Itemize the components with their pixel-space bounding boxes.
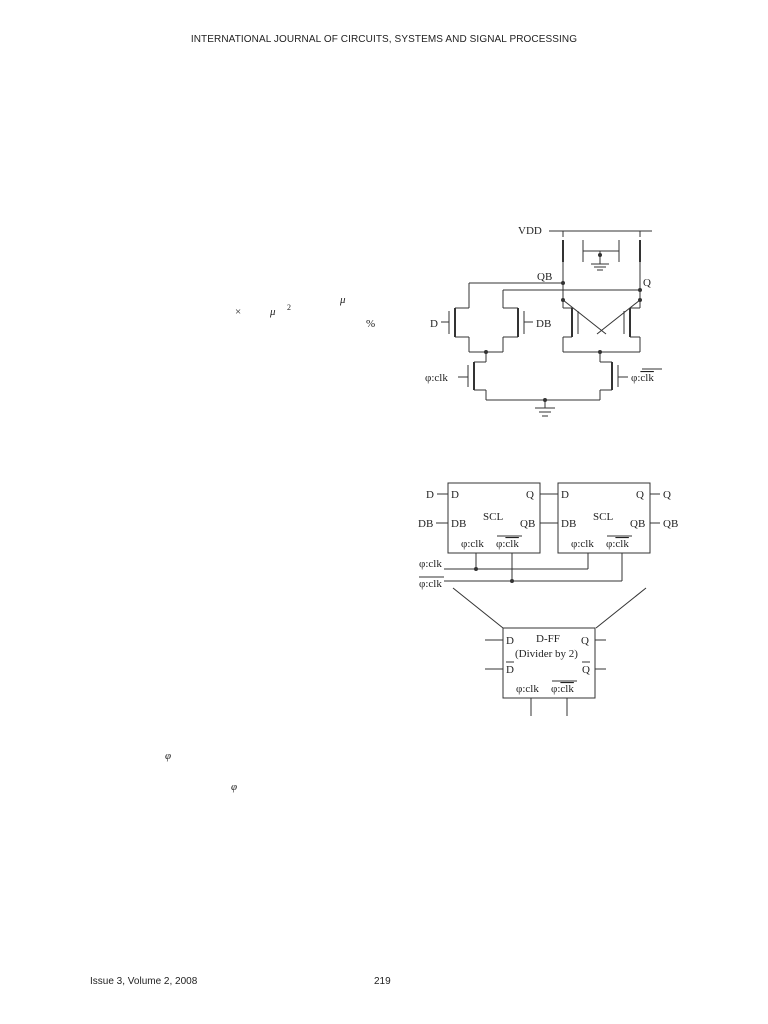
db-input-label: DB (536, 318, 551, 330)
block1-name: SCL (483, 511, 503, 523)
dff-db-input: DB (418, 518, 433, 530)
summary-d-pin: D (506, 635, 514, 647)
summary-clk: φ:clk (516, 683, 539, 695)
summary-q-pin: Q (581, 635, 589, 647)
scl-block-1 (447, 482, 541, 554)
dff-summary-block (502, 627, 596, 699)
summary-name: D-FF (536, 633, 560, 645)
superscript-two: 2 (287, 303, 291, 312)
percent-symbol: % (366, 318, 376, 330)
times-symbol: × (235, 306, 242, 318)
block1-qb-pin: QB (520, 518, 535, 530)
summary-clkb: φ:clk (551, 683, 574, 695)
clkb-line-label: φ:clk (419, 578, 442, 590)
scl-block-2 (557, 482, 651, 554)
clk-bar-label: φ:clk (631, 372, 654, 384)
dff-qb-output: QB (663, 518, 678, 530)
clk-line-label: φ:clk (419, 558, 442, 570)
block2-clkb: φ:clk (606, 538, 629, 550)
q-label: Q (643, 277, 651, 289)
vdd-label: VDD (518, 225, 542, 237)
block1-clk: φ:clk (461, 538, 484, 550)
summary-db-pin: D (506, 664, 514, 676)
block2-clk: φ:clk (571, 538, 594, 550)
phi-symbol: φ (165, 750, 172, 762)
clk-label: φ:clk (425, 372, 448, 384)
block1-d-pin: D (451, 489, 459, 501)
summary-subtitle: (Divider by 2) (515, 648, 578, 660)
dff-d-input: D (426, 489, 434, 501)
phi-symbol-2: φ (231, 781, 238, 793)
mu-symbol-2: μ (340, 294, 346, 306)
summary-qb-pin: Q (582, 664, 590, 676)
dff-q-output: Q (663, 489, 671, 501)
page-number: 219 (374, 976, 391, 987)
block1-q-pin: Q (526, 489, 534, 501)
block1-clkb: φ:clk (496, 538, 519, 550)
issue-footer: Issue 3, Volume 2, 2008 (90, 976, 198, 987)
block1-db-pin: DB (451, 518, 466, 530)
qb-label: QB (537, 271, 552, 283)
block2-db-pin: DB (561, 518, 576, 530)
journal-header: INTERNATIONAL JOURNAL OF CIRCUITS, SYSTE… (190, 34, 578, 45)
mu-symbol: μ (270, 306, 276, 318)
block2-d-pin: D (561, 489, 569, 501)
d-input-label: D (430, 318, 438, 330)
block2-q-pin: Q (636, 489, 644, 501)
block2-qb-pin: QB (630, 518, 645, 530)
block2-name: SCL (593, 511, 613, 523)
